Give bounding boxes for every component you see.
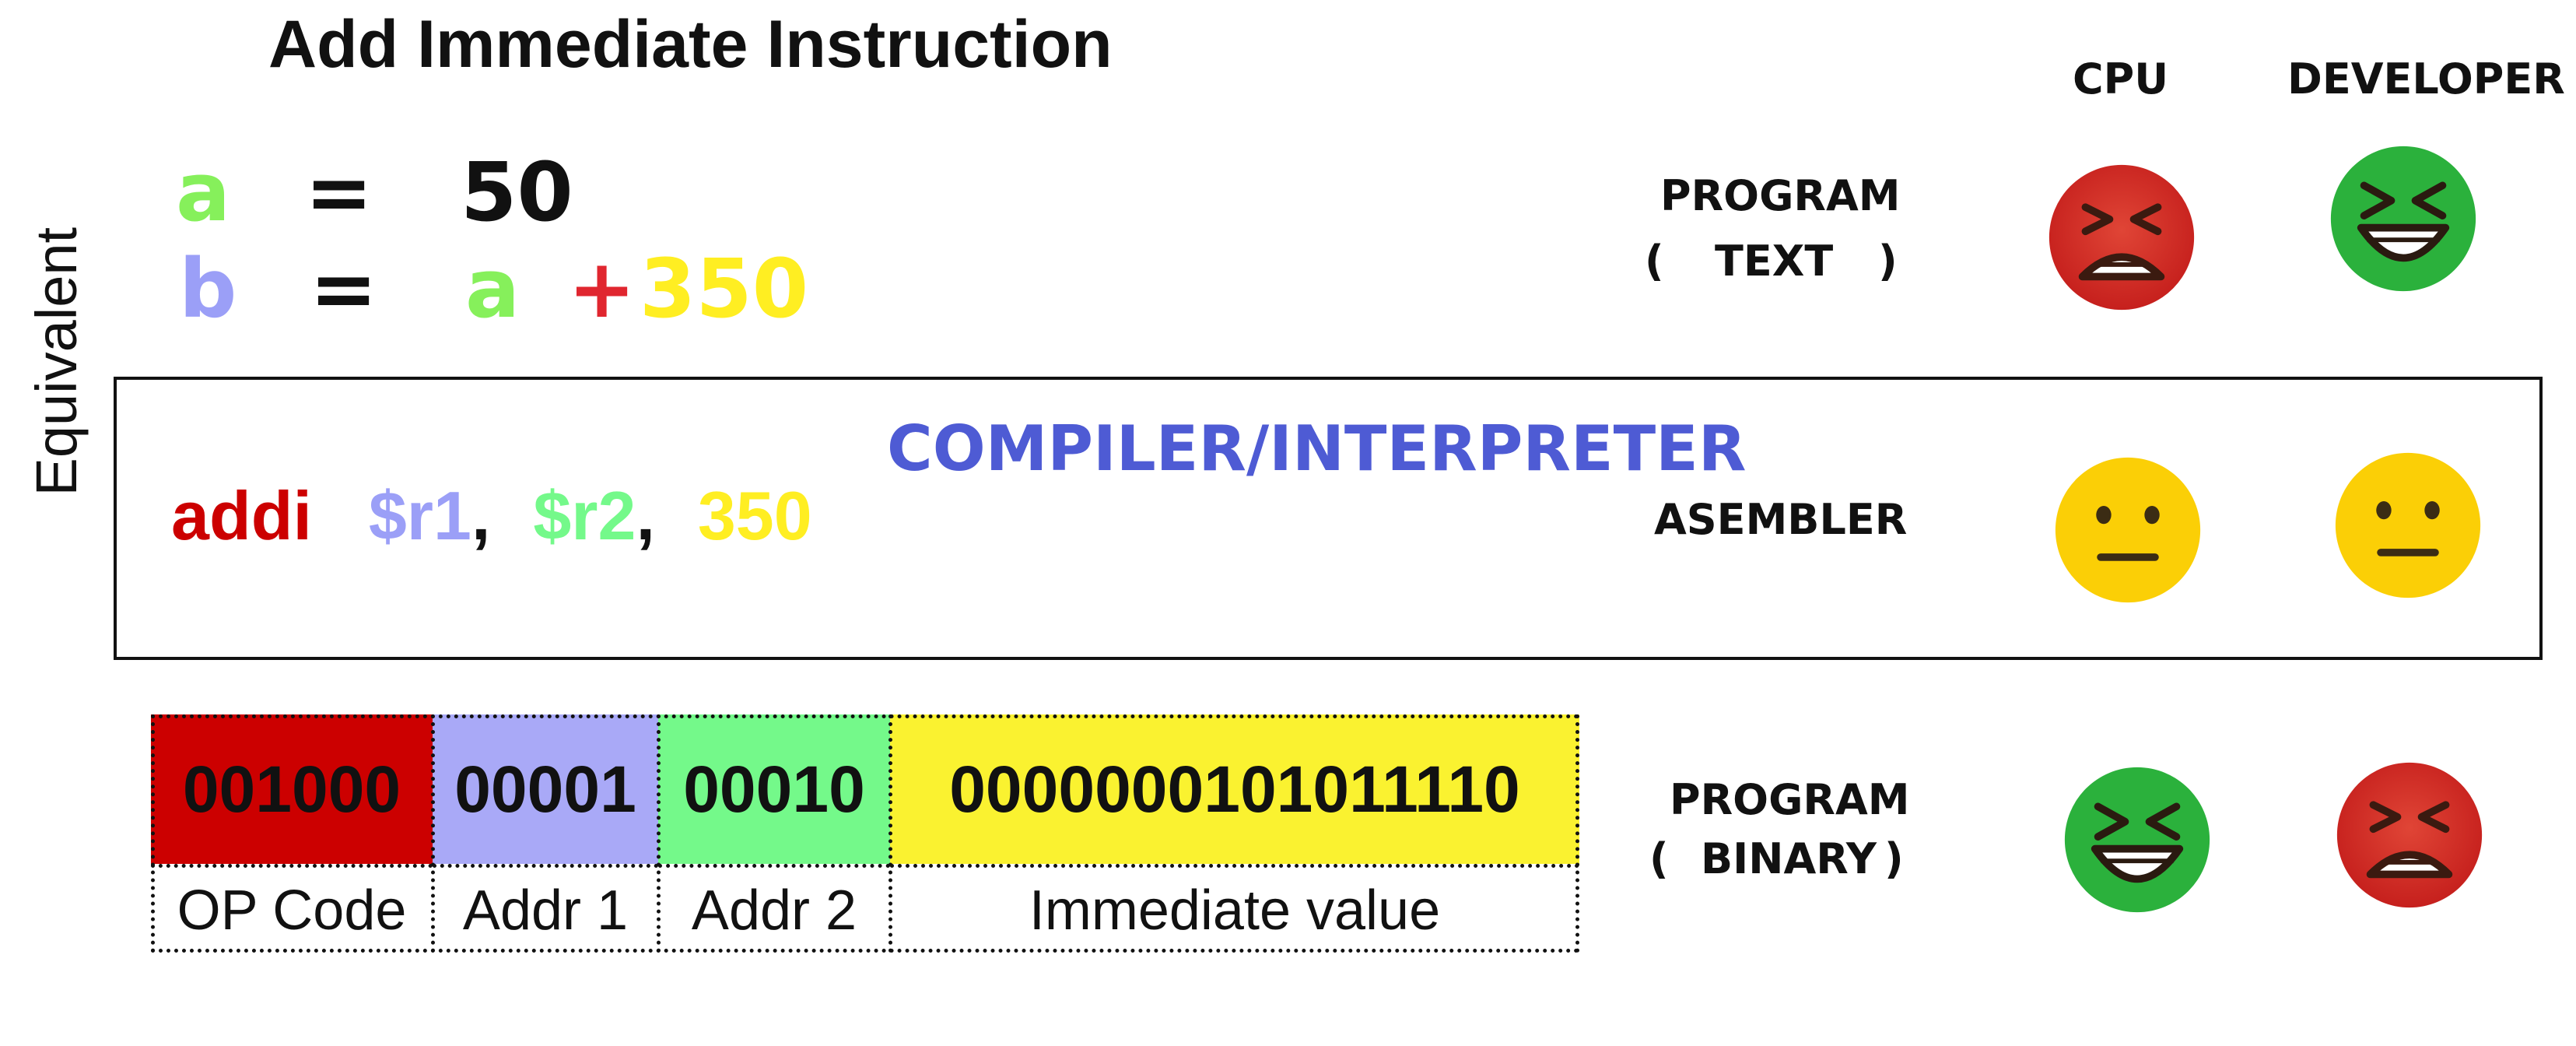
level-label-assembler: ASEMBLER — [1654, 495, 1908, 544]
field-label-immediate: Immediate value — [890, 864, 1579, 953]
level-label-program-binary-close: ) — [1884, 834, 1904, 883]
line2-operand-a: a — [465, 241, 520, 336]
level-label-program-binary-inner: BINARY — [1701, 834, 1877, 883]
field-divider — [657, 714, 661, 953]
asm-imm: 350 — [697, 477, 812, 554]
asm-mnemonic: addi — [171, 477, 312, 554]
asm-sep2: , — [636, 477, 655, 554]
line2-plus: + — [568, 241, 636, 336]
line1-equals: = — [305, 145, 373, 240]
level-label-program-text-inner: TEXT — [1715, 237, 1834, 286]
level-label-program-text-title: PROGRAM — [1660, 171, 1901, 220]
binary-field-immediate: 0000000101011110 — [890, 714, 1579, 864]
asm-sep1: , — [471, 477, 491, 554]
field-label-opcode: OP Code — [151, 864, 433, 953]
field-divider — [888, 714, 892, 953]
neutral-face-icon — [2055, 457, 2201, 603]
assembly-instruction: addi $r1, $r2, 350 — [171, 476, 812, 556]
diagram-title: Add Immediate Instruction — [268, 7, 1113, 82]
binary-encoding-table: 001000 00001 00010 0000000101011110 OP C… — [151, 714, 1579, 953]
grinning-squint-face-icon — [2330, 146, 2476, 292]
line1-value: 50 — [461, 145, 573, 240]
column-header-developer: DEVELOPER — [2287, 54, 2565, 104]
level-label-program-binary-open: ( — [1649, 834, 1669, 883]
field-divider — [431, 714, 435, 953]
level-label-program-text-open: ( — [1645, 237, 1664, 286]
binary-field-addr2: 00010 — [658, 714, 890, 864]
line1-var-a: a — [176, 145, 231, 240]
line2-equals: = — [310, 241, 378, 336]
level-label-program-text-close: ) — [1878, 237, 1898, 286]
column-header-cpu: CPU — [2073, 54, 2169, 104]
binary-field-addr1: 00001 — [433, 714, 658, 864]
asm-reg1: $r1 — [368, 477, 471, 554]
compiler-interpreter-label: COMPILER/INTERPRETER — [887, 412, 1747, 485]
asm-reg2: $r2 — [533, 477, 636, 554]
angry-face-icon — [2336, 762, 2483, 908]
equivalent-label: Equivalent — [24, 226, 89, 497]
line2-imm: 350 — [640, 241, 809, 336]
assembly-box — [114, 377, 2543, 660]
binary-field-opcode: 001000 — [151, 714, 433, 864]
level-label-program-binary-title: PROGRAM — [1670, 775, 1910, 824]
field-label-addr1: Addr 1 — [433, 864, 658, 953]
field-label-addr2: Addr 2 — [658, 864, 890, 953]
grinning-squint-face-icon — [2064, 767, 2210, 913]
neutral-face-icon — [2335, 452, 2481, 598]
angry-face-icon — [2049, 164, 2195, 311]
line2-var-b: b — [179, 241, 237, 336]
